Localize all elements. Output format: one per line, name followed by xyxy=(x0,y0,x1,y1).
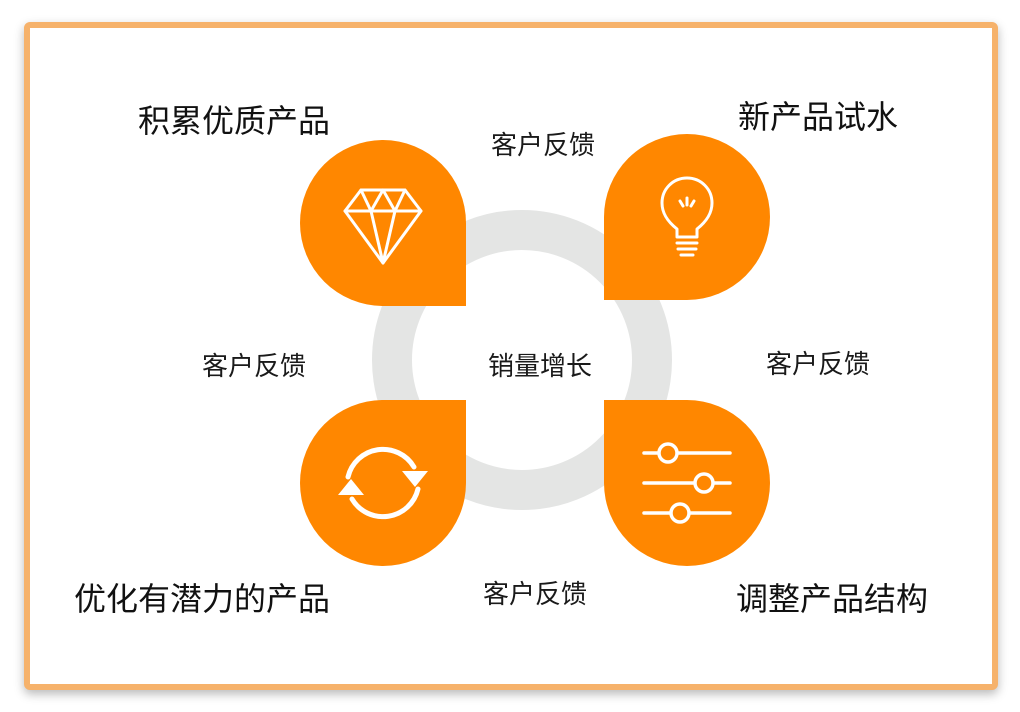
feedback-label-top: 客户反馈 xyxy=(491,131,596,161)
center-label: 销量增长 xyxy=(487,352,592,382)
feedback-label-left: 客户反馈 xyxy=(202,352,307,382)
refresh-cycle-icon xyxy=(338,446,428,520)
diamond-icon xyxy=(343,188,423,265)
sliders-icon xyxy=(642,442,732,524)
stage-label-bottom-left: 优化有潜力的产品 xyxy=(74,580,331,618)
lightbulb-icon xyxy=(660,176,714,257)
stage-label-bottom-right: 调整产品结构 xyxy=(736,580,929,618)
feedback-label-bottom: 客户反馈 xyxy=(483,580,588,610)
stage-petal-top-right xyxy=(604,134,770,300)
feedback-label-right: 客户反馈 xyxy=(766,350,871,380)
stage-petal-bottom-left xyxy=(300,400,466,566)
stage-label-top-right: 新产品试水 xyxy=(738,98,899,136)
stage-label-top-left: 积累优质产品 xyxy=(138,102,331,140)
stage-petal-bottom-right xyxy=(604,400,770,566)
stage-petal-top-left xyxy=(300,140,466,306)
